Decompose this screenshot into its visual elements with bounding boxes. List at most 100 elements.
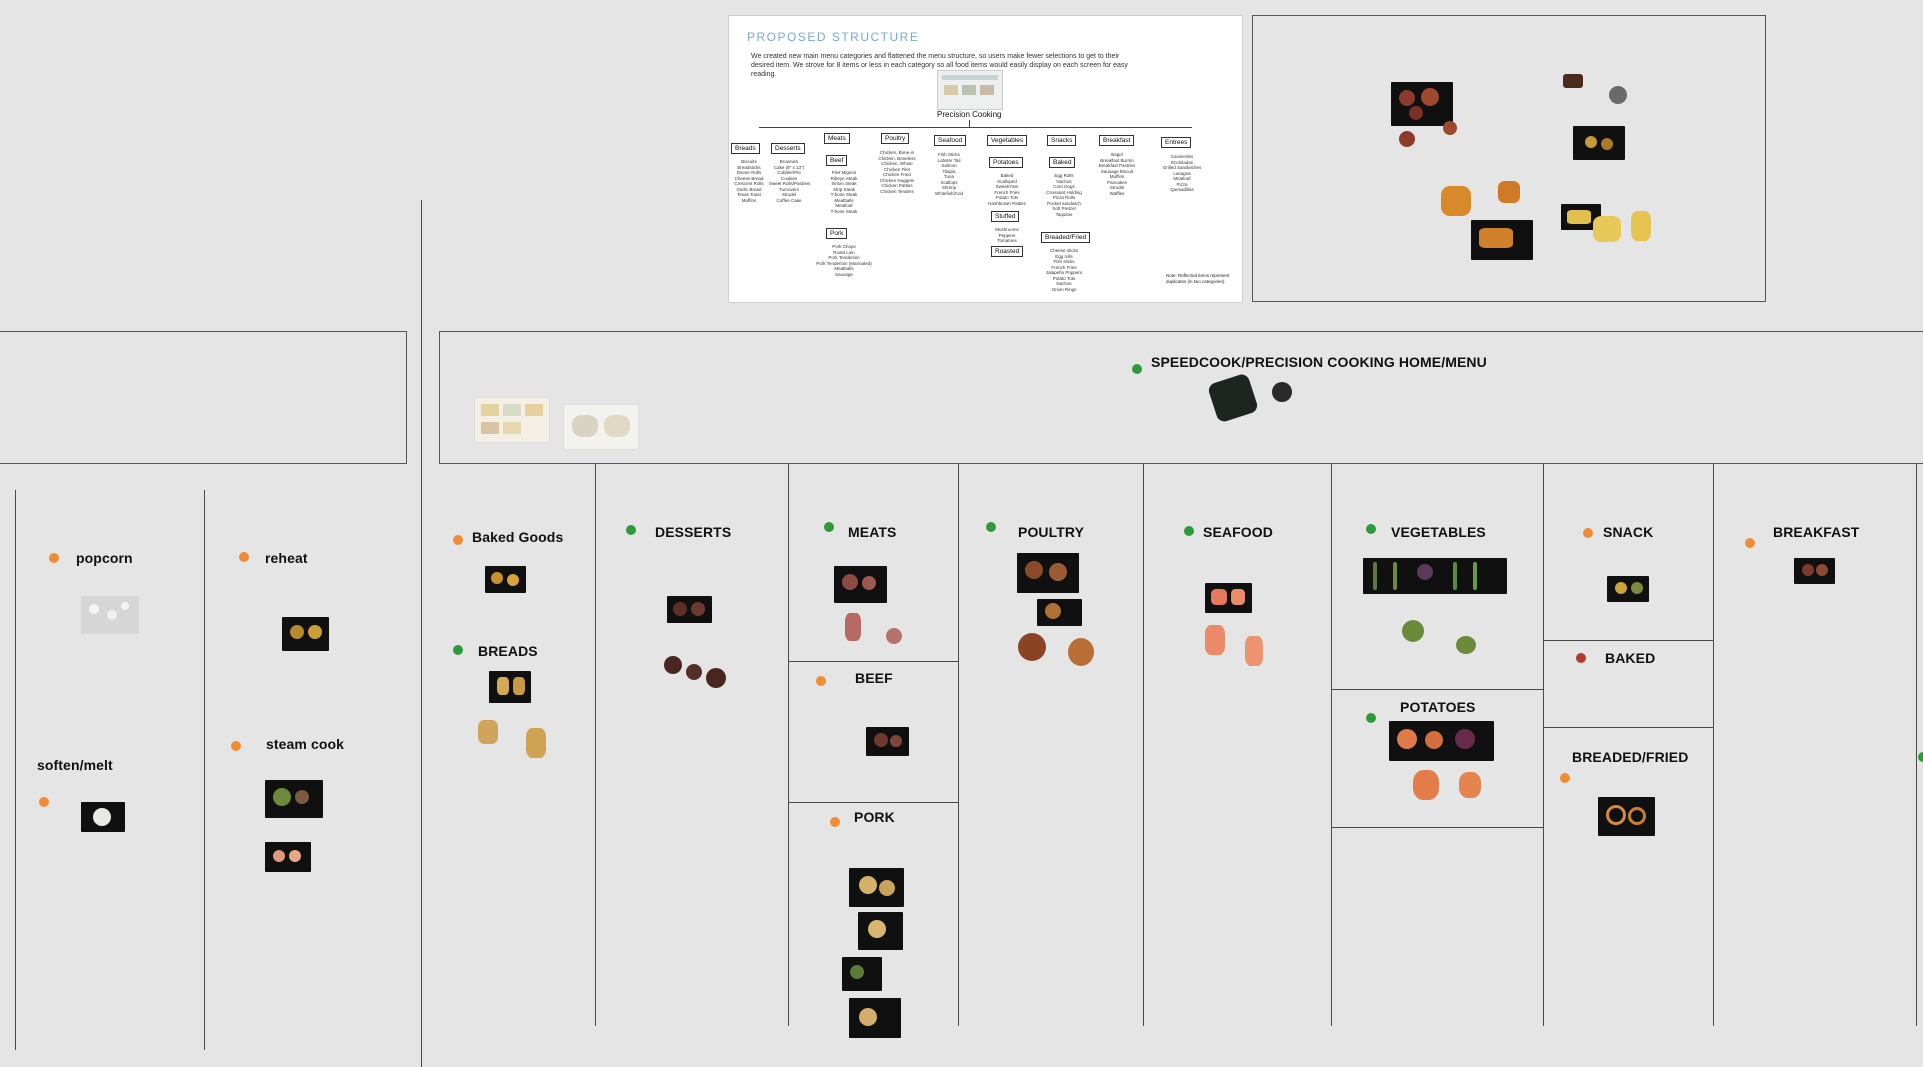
doc-items-beef: Filet Mignon Ribeye Steak Sirloin Steak … — [830, 170, 858, 214]
food-cutout — [1413, 770, 1439, 800]
doc-cat-beef: Beef — [826, 155, 848, 166]
status-dot — [1583, 528, 1593, 538]
status-dot — [1132, 364, 1142, 374]
food-cutout — [1402, 620, 1424, 642]
status-dot — [39, 797, 49, 807]
document-description: We created new main menu categories and … — [751, 53, 1128, 78]
category-breads: BREADS — [478, 643, 538, 659]
category-seafood: SEAFOOD — [1203, 524, 1273, 540]
food-cutout — [886, 628, 902, 644]
proposed-structure-document[interactable]: PROPOSED STRUCTURE We created new main m… — [728, 15, 1243, 303]
column-divider — [788, 464, 789, 1026]
seafood-image — [1205, 583, 1252, 613]
food-cutout — [1399, 131, 1415, 147]
home-menu-title: SPEEDCOOK/PRECISION COOKING HOME/MENU — [1151, 354, 1487, 370]
category-pork: PORK — [854, 809, 895, 825]
status-dot — [986, 522, 996, 532]
doc-note: Note: Reflected items represent duplicat… — [1166, 273, 1230, 284]
reheat-image — [282, 617, 329, 651]
doc-cat-poultry: Poultry — [881, 133, 910, 144]
status-dot — [1366, 713, 1376, 723]
food-tile — [1391, 82, 1453, 126]
doc-cat-vegetables: Vegetables — [987, 135, 1028, 146]
desserts-image — [667, 596, 712, 623]
main-vertical-divider — [421, 200, 422, 1067]
doc-items-entrees: Casseroles Enchiladas Grilled Sandwiches… — [1162, 154, 1202, 192]
status-dot — [231, 741, 241, 751]
food-cutout — [845, 613, 861, 641]
doc-cat-breakfast: Breakfast — [1099, 135, 1135, 146]
meats-beef-divider — [788, 661, 958, 662]
doc-items-breaded-fried: Cheese sticks Egg rolls Fish sticks Fren… — [1045, 248, 1083, 292]
section-popcorn: popcorn — [76, 550, 133, 566]
food-cutout — [1498, 181, 1520, 203]
food-cutout — [1631, 211, 1651, 241]
vegetables-image — [1363, 558, 1507, 594]
food-cutout — [686, 664, 702, 680]
status-dot — [824, 522, 834, 532]
food-cutout — [1443, 121, 1457, 135]
food-cutout — [1563, 74, 1583, 88]
document-title: PROPOSED STRUCTURE — [747, 30, 920, 44]
food-cutout — [1456, 636, 1476, 654]
potatoes-image — [1389, 721, 1494, 761]
menu-screen-thumbnail — [474, 397, 550, 443]
doc-items-poultry: Chicken, Bone-in Chicken, Boneless Chick… — [878, 150, 916, 194]
left-column-line-1 — [15, 490, 16, 1050]
category-potatoes: POTATOES — [1400, 699, 1476, 715]
soften-melt-image — [81, 802, 125, 832]
column-divider — [1331, 464, 1332, 1026]
menu-screen-thumbnail — [563, 404, 639, 450]
column-divider — [958, 464, 959, 1026]
food-cutout — [1068, 638, 1094, 666]
hub-label: Precision Cooking — [937, 110, 1002, 119]
pork-image — [849, 998, 901, 1038]
poultry-image — [1037, 599, 1082, 626]
doc-items-stuffed: Mushrooms Peppers Tomatoes — [995, 227, 1019, 243]
doc-cat-breaded-fried: Breaded/Fried — [1041, 232, 1091, 243]
status-dot — [1745, 538, 1755, 548]
snack-image — [1607, 576, 1649, 602]
column-divider — [1713, 464, 1714, 1026]
category-baked: BAKED — [1605, 650, 1656, 666]
left-column-line-2 — [204, 490, 205, 1050]
status-dot — [1560, 773, 1570, 783]
food-images-frame[interactable] — [1252, 15, 1766, 302]
steam-cook-image — [265, 842, 311, 872]
doc-cat-snacks: Snacks — [1047, 135, 1077, 146]
left-empty-frame — [0, 331, 407, 464]
food-cutout — [1018, 633, 1046, 661]
food-cutout — [1593, 216, 1621, 242]
section-steam-cook: steam cook — [266, 736, 345, 752]
pork-image — [858, 912, 903, 950]
food-cutout — [1609, 86, 1627, 104]
food-cutout — [1459, 772, 1481, 798]
doc-cat-stuffed: Stuffed — [991, 211, 1020, 222]
doc-cat-baked: Baked — [1049, 157, 1076, 168]
food-cutout — [1205, 625, 1225, 655]
doc-items-baked: Egg Rolls Nachos Corn Dogs Croissant Hol… — [1046, 173, 1082, 217]
doc-cat-pork: Pork — [826, 228, 848, 239]
doc-items-breads: Biscuits Breadsticks Dinner Rolls Cheese… — [734, 159, 764, 203]
food-cutout — [1441, 186, 1471, 216]
doc-items-potatoes: Baked Scalloped Sweet/Yam French Fries P… — [988, 173, 1026, 206]
food-cutout — [1272, 382, 1292, 402]
vegetables-potatoes-divider — [1331, 689, 1543, 690]
doc-cat-entrees: Entrees — [1161, 137, 1192, 148]
category-desserts: DESSERTS — [655, 524, 732, 540]
doc-items-seafood: Fish Sticks Lobster Tail Salmon Tilapia … — [934, 152, 963, 196]
baked-goods-image — [485, 566, 526, 593]
column-divider — [1143, 464, 1144, 1026]
status-dot — [453, 645, 463, 655]
food-tile — [1573, 126, 1625, 160]
food-cutout — [1245, 636, 1263, 666]
status-dot — [626, 525, 636, 535]
column-divider — [595, 464, 596, 1026]
category-breaded-fried: BREADED/FRIED — [1572, 749, 1689, 765]
doc-cat-roasted: Roasted — [991, 246, 1024, 257]
section-reheat: reheat — [265, 550, 308, 566]
doc-cat-seafood: Seafood — [934, 135, 967, 146]
category-snack: SNACK — [1603, 524, 1654, 540]
category-baked-goods: Baked Goods — [472, 529, 564, 545]
doc-cat-desserts: Desserts — [771, 143, 805, 154]
